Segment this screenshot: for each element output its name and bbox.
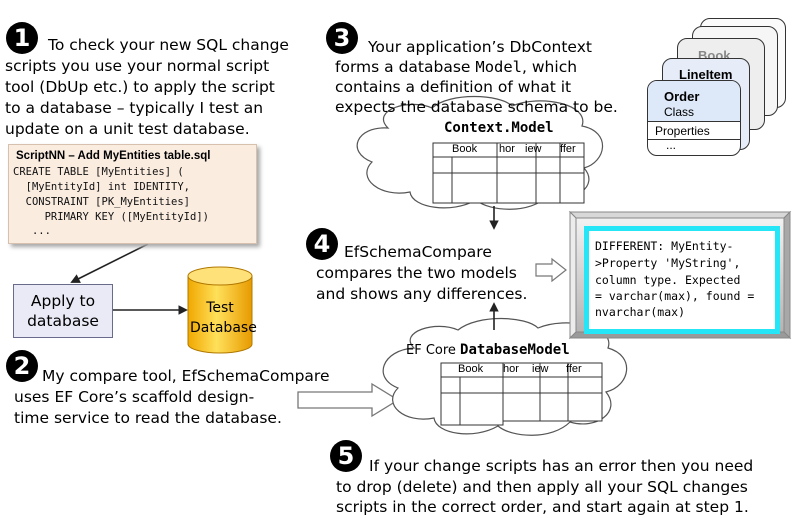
- class-card-lineitem-label: LineItem: [679, 67, 733, 82]
- apply-box-line-1: Apply to: [30, 292, 96, 310]
- step-1-line-1: To check your new SQL change: [48, 36, 289, 54]
- class-card-order-sub: Class: [664, 105, 695, 119]
- step-5-badge: 5: [330, 440, 362, 472]
- context-table-4: ffer: [560, 143, 576, 155]
- step-3-badge: 3: [326, 22, 358, 54]
- step-1-line-2: scripts you use your normal script: [5, 57, 270, 75]
- context-table-2: hor: [499, 143, 515, 155]
- dbmodel-table-3: iew: [532, 363, 549, 375]
- context-model-tables: [432, 142, 585, 204]
- sql-line-5: ...: [13, 225, 51, 237]
- step-1-badge: 1: [6, 22, 38, 54]
- step-5-line-2: to drop (delete) and then apply all your…: [336, 478, 748, 496]
- step-2-line-2: uses EF Core’s scaffold design-: [14, 388, 255, 406]
- step-2-line-3: time service to read the database.: [14, 409, 282, 427]
- step-2-line-1: My compare tool, EfSchemaCompare: [42, 367, 330, 385]
- step-3-model-code: Model: [475, 58, 523, 76]
- dbmodel-table-book: Book: [458, 363, 484, 375]
- diff-line-1: DIFFERENT: MyEntity-: [595, 239, 734, 253]
- step-3-line-2: forms a database Model, which: [335, 57, 577, 78]
- sql-line-4: PRIMARY KEY ([MyEntityId]): [13, 211, 209, 223]
- step-3-line-2-post: , which: [522, 58, 578, 76]
- diff-line-5: nvarchar(max): [595, 305, 686, 319]
- diff-line-4: = varchar(max), found =: [595, 289, 755, 303]
- step-3-line-4: expects the database schema to be.: [335, 98, 618, 116]
- hollow-arrow-to-diff: [535, 257, 567, 283]
- test-db-line-2: Database: [190, 320, 257, 336]
- hollow-arrow-to-dbmodel: [297, 382, 400, 418]
- step-4-line-3: and shows any differences.: [316, 285, 528, 303]
- step-2-badge: 2: [6, 350, 38, 382]
- database-model-title-code: DatabaseModel: [460, 342, 570, 358]
- sql-line-1: CREATE TABLE [MyEntities] (: [13, 166, 184, 178]
- context-table-3: iew: [525, 143, 542, 155]
- database-model-title-pre: EF Core: [406, 343, 461, 358]
- context-model-title: Context.Model: [444, 120, 554, 136]
- step-5-line-3: scripts in the correct order, and start …: [336, 498, 749, 516]
- apply-box-line-2: database: [27, 312, 99, 330]
- dbmodel-table-2: hor: [503, 363, 519, 375]
- arrow-sql-to-apply: [70, 243, 149, 283]
- step-5-line-1: If your change scripts has an error then…: [369, 457, 754, 475]
- step-3-line-1: Your application’s DbContext: [368, 38, 592, 56]
- step-4-line-1: EfSchemaCompare: [344, 243, 492, 261]
- diff-output-panel: DIFFERENT: MyEntity- >Property 'MyString…: [584, 226, 780, 334]
- step-1-line-3: tool (DbUp etc.) to apply the script: [5, 78, 275, 96]
- context-table-book: Book: [452, 143, 478, 155]
- class-card-properties: Properties: [655, 124, 710, 138]
- sql-script-title: ScriptNN – Add MyEntities table.sql: [16, 150, 211, 162]
- step-3-line-2-pre: forms a database: [335, 58, 476, 76]
- sql-line-3: CONSTRAINT [PK_MyEntities]: [13, 196, 191, 208]
- diff-line-2: >Property 'MyString',: [595, 256, 741, 270]
- diff-line-3: column type. Expected: [595, 273, 741, 287]
- database-model-tables: [440, 362, 603, 426]
- class-card-order-header: [648, 81, 740, 122]
- sql-script-box: ScriptNN – Add MyEntities table.sql CREA…: [8, 144, 257, 244]
- step-3-line-3: contains a definition of what it: [335, 78, 572, 96]
- apply-to-database-box: Apply to database: [13, 284, 113, 338]
- class-card-order: Order Class Properties ...: [647, 80, 741, 156]
- test-database-label: Test Database: [190, 298, 257, 338]
- step-4-line-2: compares the two models: [316, 264, 517, 282]
- step-4-badge: 4: [306, 228, 338, 260]
- class-card-order-label: Order: [664, 89, 700, 104]
- test-db-line-1: Test: [206, 300, 234, 316]
- test-database-cylinder: [187, 266, 253, 354]
- dbmodel-table-4: ffer: [566, 363, 582, 375]
- sql-line-2: [MyEntityId] int IDENTITY,: [13, 181, 191, 193]
- database-model-title: EF Core DatabaseModel: [406, 342, 570, 358]
- class-card-divider: [648, 139, 740, 140]
- step-1-line-5: update on a unit test database.: [5, 120, 250, 138]
- class-card-ellipsis: ...: [666, 138, 677, 152]
- step-1-line-4: to a database – typically I test an: [5, 99, 264, 117]
